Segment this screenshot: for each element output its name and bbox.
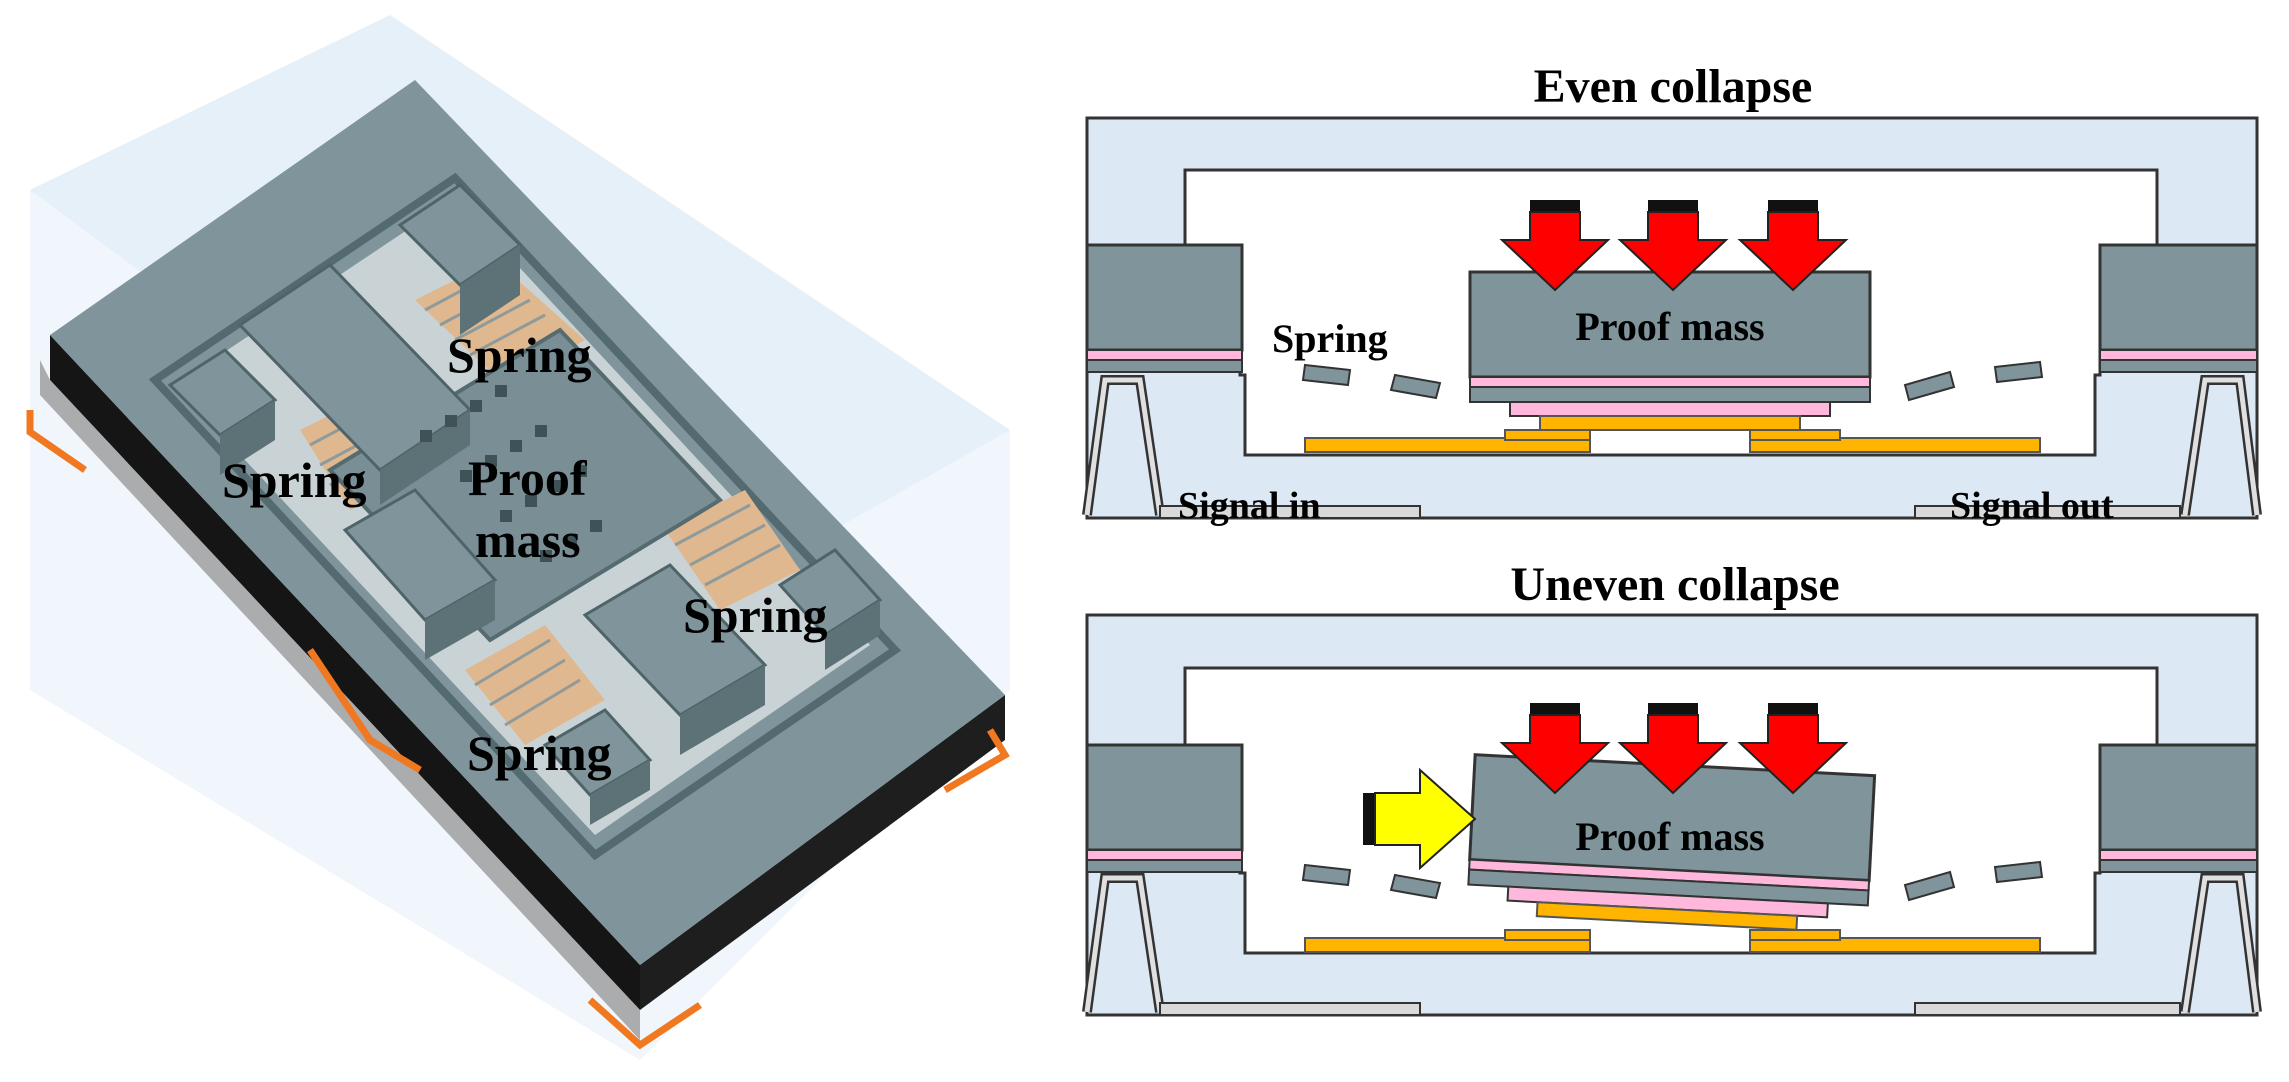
even-electrode-left (1304, 437, 1591, 453)
even-anchor-right (2098, 243, 2259, 352)
even-signal-out-label: Signal out (1950, 485, 2114, 527)
uneven-collapse-panel: Uneven collapse Proof mass (1082, 558, 2262, 1017)
uneven-anchor-right (2098, 743, 2259, 852)
uneven-proof-mass-group (1467, 753, 1877, 931)
uneven-lateral-force-arrow (1363, 767, 1477, 871)
even-collapse-panel: Even collapse Proof mass (1082, 60, 2262, 527)
even-spring-label: Spring (1272, 316, 1388, 361)
iso-label-spring-bottom: Spring (467, 725, 612, 781)
uneven-collapse-title: Uneven collapse (1510, 558, 1839, 611)
uneven-anchor-left (1085, 743, 1244, 852)
even-proof-mass-label: Proof mass (1575, 304, 1764, 349)
uneven-proof-mass-label: Proof mass (1575, 814, 1764, 859)
iso-label-proof: Proof (468, 450, 588, 506)
corner-brackets (26, 410, 1010, 1050)
uneven-springs (1301, 860, 2044, 902)
iso-label-spring-right: Spring (683, 587, 828, 643)
even-collapse-title: Even collapse (1534, 60, 1813, 113)
even-springs (1301, 360, 2044, 402)
even-signal-in-label: Signal in (1178, 485, 1321, 527)
isometric-chip-view: Spring Spring Proof mass Spring Spring (26, 15, 1010, 1060)
even-force-arrows (1499, 200, 1849, 292)
iso-label-mass: mass (475, 512, 581, 568)
uneven-electrode-right (1749, 937, 2041, 953)
raised-blocks (167, 183, 883, 825)
iso-label-spring-left: Spring (222, 452, 367, 508)
proof-mass-holes (420, 385, 602, 562)
even-signal-out-lead (1914, 505, 2181, 519)
even-anchor-left (1085, 243, 1244, 352)
die-side-right (640, 695, 1005, 1010)
die-side-left (50, 335, 640, 1010)
even-signal-in-lead (1159, 505, 1421, 519)
iso-label-spring-top: Spring (447, 327, 592, 383)
even-electrode-right (1749, 437, 2041, 453)
chip-frame (148, 172, 902, 861)
uneven-electrode-left (1304, 937, 1591, 953)
uneven-force-arrows (1499, 703, 1849, 795)
